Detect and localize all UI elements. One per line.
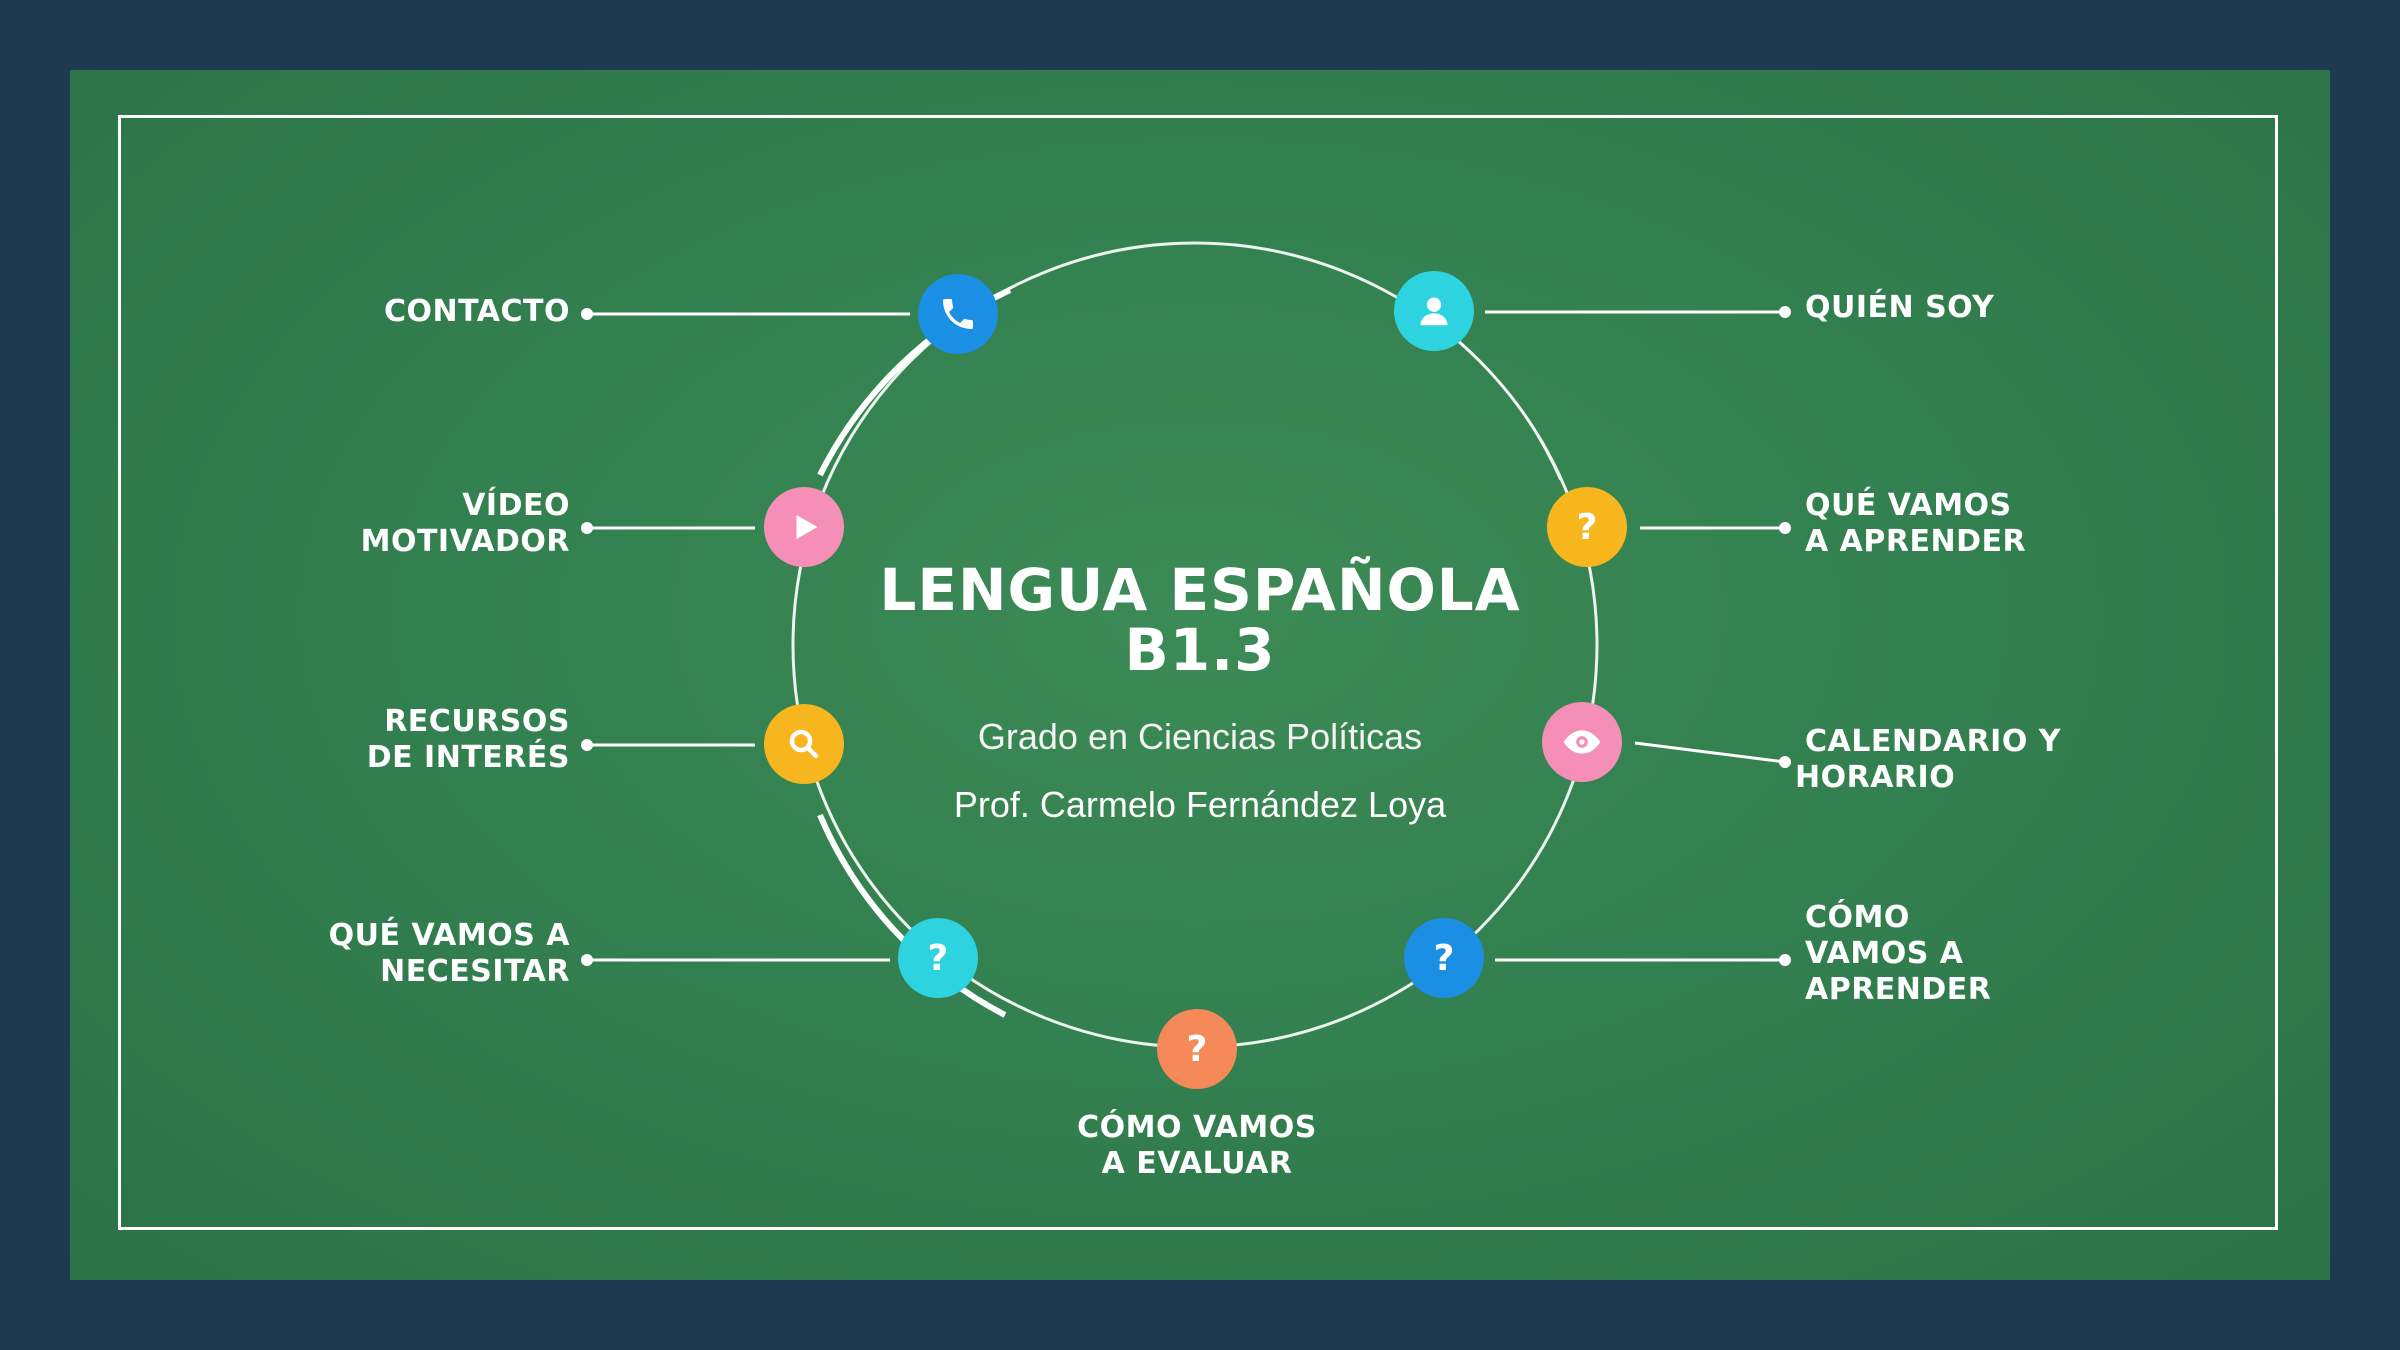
que-vamos-a-necesitar-button[interactable]: ? xyxy=(898,918,978,998)
search-icon xyxy=(789,729,819,759)
label-line: A APRENDER xyxy=(1805,524,2027,559)
phone-icon xyxy=(943,299,973,329)
connector-calendario xyxy=(1634,741,1786,764)
label-line: CÓMO VAMOS xyxy=(1077,1110,1317,1145)
label-line: CÓMO xyxy=(1805,900,1910,935)
label-line: CALENDARIO Y xyxy=(1805,724,2062,759)
label-line: HORARIO xyxy=(1795,760,1956,795)
label-como-vamos-a-aprender[interactable]: CÓMO VAMOS A APRENDER xyxy=(1805,900,1991,1008)
play-icon xyxy=(796,515,818,539)
main-title: LENGUA ESPAÑOLA B1.3 xyxy=(800,560,1600,680)
connector-dot-quien-soy xyxy=(1779,306,1791,318)
label-line: APRENDER xyxy=(1805,972,1992,1007)
connector-dot-calendario xyxy=(1779,756,1791,768)
connector-dot-que-aprender xyxy=(1779,522,1791,534)
title-line-2: B1.3 xyxy=(1124,616,1276,684)
label-line: NECESITAR xyxy=(380,954,570,989)
contacto-button[interactable] xyxy=(918,274,998,354)
label-line: VAMOS A xyxy=(1805,936,1964,971)
question-icon: ? xyxy=(927,937,949,979)
recursos-button[interactable] xyxy=(764,704,844,784)
connector-dot-recursos xyxy=(581,739,593,751)
label-line: DE INTERÉS xyxy=(366,740,570,775)
label-que-vamos-a-aprender[interactable]: QUÉ VAMOS A APRENDER xyxy=(1805,488,2026,560)
label-video-motivador[interactable]: VÍDEO MOTIVADOR xyxy=(361,488,570,560)
que-vamos-a-aprender-button[interactable]: ? xyxy=(1547,487,1627,567)
question-icon: ? xyxy=(1576,506,1598,548)
degree-subtitle: Grado en Ciencias Políticas xyxy=(977,716,1423,757)
label-recursos[interactable]: RECURSOS DE INTERÉS xyxy=(367,704,570,776)
label-quien-soy[interactable]: QUIÉN SOY xyxy=(1805,290,1994,326)
label-line: RECURSOS xyxy=(384,704,570,739)
label-como-vamos-a-evaluar[interactable]: CÓMO VAMOS A EVALUAR xyxy=(1047,1110,1347,1182)
chalk-frame xyxy=(118,115,2278,1230)
connector-dot-necesitar xyxy=(581,954,593,966)
label-calendario[interactable]: CALENDARIO Y HORARIO xyxy=(1795,724,2061,796)
connector-dot-como-aprender xyxy=(1779,954,1791,966)
label-line: VÍDEO xyxy=(462,488,570,523)
eye-icon xyxy=(1563,730,1601,754)
calendario-button[interactable] xyxy=(1542,702,1622,782)
como-vamos-a-evaluar-button[interactable]: ? xyxy=(1157,1009,1237,1089)
label-line: A EVALUAR xyxy=(1101,1146,1293,1181)
connector-dot-video xyxy=(581,522,593,534)
video-motivador-button[interactable] xyxy=(764,487,844,567)
label-line: MOTIVADOR xyxy=(360,524,570,559)
label-line: CONTACTO xyxy=(384,294,570,329)
question-icon: ? xyxy=(1186,1028,1208,1070)
label-que-vamos-a-necesitar[interactable]: QUÉ VAMOS A NECESITAR xyxy=(329,918,570,990)
circle-accent-bottom-left xyxy=(817,813,1007,1018)
como-vamos-a-aprender-button[interactable]: ? xyxy=(1404,918,1484,998)
user-icon xyxy=(1420,297,1448,326)
label-line: QUÉ VAMOS xyxy=(1805,488,2012,523)
professor-name: Prof. Carmelo Fernández Loya xyxy=(953,784,1447,825)
title-line-1: LENGUA ESPAÑOLA xyxy=(879,556,1521,624)
quien-soy-button[interactable] xyxy=(1394,271,1474,351)
connector-dot-contacto xyxy=(581,308,593,320)
label-line: QUÉ VAMOS A xyxy=(328,918,570,953)
label-contacto[interactable]: CONTACTO xyxy=(384,294,570,330)
question-icon: ? xyxy=(1433,937,1455,979)
label-line: QUIÉN SOY xyxy=(1805,290,1995,325)
